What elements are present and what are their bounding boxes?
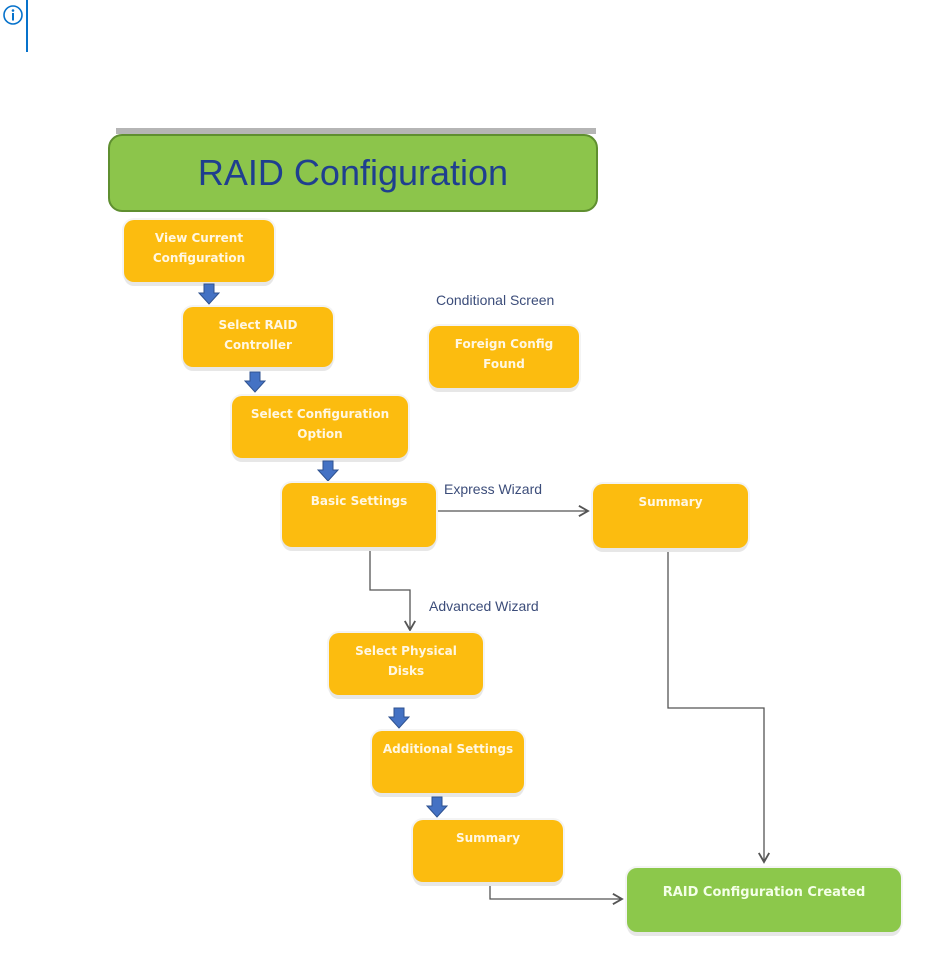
step-text: Select Configuration — [250, 407, 390, 421]
step-additional-settings: Additional Settings — [372, 731, 524, 793]
step-foreign-config-found: Foreign Config Found — [429, 326, 579, 388]
advanced-wizard-connector — [369, 550, 416, 632]
step-express-summary: Summary — [593, 484, 748, 548]
step-text: Basic Settings — [310, 494, 408, 508]
step-text: Foreign Config — [454, 337, 554, 351]
step-select-physical-disks: Select Physical Disks — [329, 633, 483, 695]
down-arrow-icon — [317, 460, 339, 482]
express-wizard-label: Express Wizard — [444, 481, 543, 497]
step-text: Summary — [638, 495, 703, 509]
down-arrow-icon — [388, 707, 410, 729]
step-text: Controller — [224, 338, 292, 353]
title-box: RAID Configuration — [108, 134, 598, 212]
step-text: Option — [297, 427, 343, 442]
step-text: Select Physical — [355, 644, 457, 658]
step-text: Select RAID — [218, 318, 298, 332]
step-text: Summary — [455, 831, 521, 845]
step-text: Additional Settings — [382, 742, 514, 756]
step-text: Disks — [387, 664, 425, 679]
express-summary-to-created-connector — [667, 551, 770, 864]
step-raid-configuration-created: RAID Configuration Created — [627, 868, 901, 932]
step-advanced-summary: Summary — [413, 820, 563, 882]
title-shadow — [116, 128, 596, 134]
conditional-screen-label: Conditional Screen — [436, 292, 555, 308]
step-text: Found — [483, 357, 525, 372]
note-bar — [26, 0, 28, 52]
info-icon — [3, 5, 23, 25]
step-text: RAID Configuration Created — [662, 885, 866, 900]
down-arrow-icon — [426, 796, 448, 818]
down-arrow-icon — [244, 371, 266, 393]
advanced-wizard-label: Advanced Wizard — [429, 598, 539, 614]
advanced-summary-to-created-connector — [489, 883, 624, 905]
diagram-title: RAID Configuration — [197, 152, 509, 193]
step-select-raid-controller: Select RAID Controller — [183, 307, 333, 367]
step-basic-settings: Basic Settings — [282, 483, 436, 547]
step-text: View Current — [154, 231, 244, 245]
step-select-configuration-option: Select Configuration Option — [232, 396, 408, 458]
step-text: Configuration — [152, 251, 246, 266]
step-view-current-configuration: View Current Configuration — [124, 220, 274, 282]
down-arrow-icon — [198, 283, 220, 305]
